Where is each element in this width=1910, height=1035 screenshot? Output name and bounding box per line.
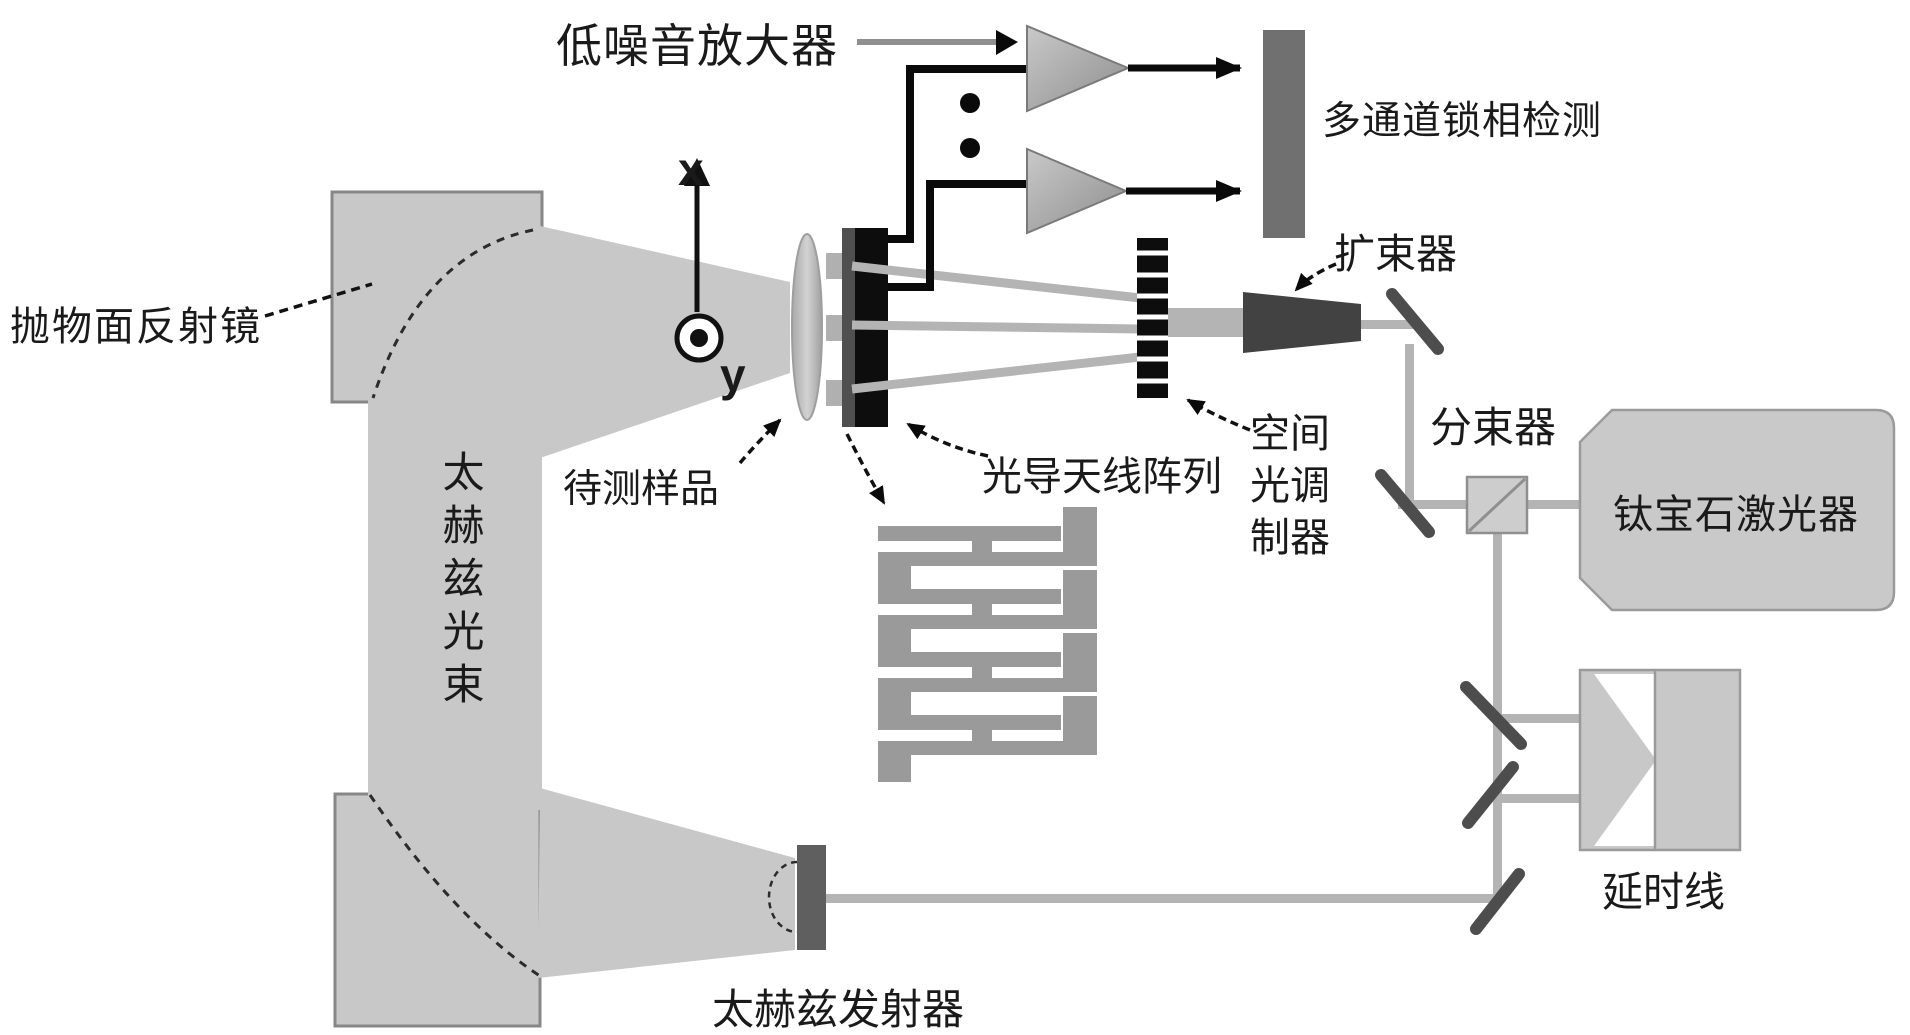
- leader-sample-arrow: [738, 418, 782, 465]
- delay-line-notch-lower: [1594, 763, 1654, 846]
- parabolic-mirror-label: 抛物面反射镜: [10, 305, 262, 349]
- amplifier-2: [1026, 147, 1129, 235]
- leader-slm-arrow: [1186, 398, 1251, 432]
- fold-mirror-left-of-splitter: [1375, 469, 1435, 538]
- probe-beam-3: [851, 352, 1141, 394]
- sample-label: 待测样品: [563, 468, 720, 511]
- wire-channel-2: [888, 180, 1026, 291]
- fold-mirror-bottom: [1470, 868, 1525, 935]
- beam-expander-label: 扩束器: [1334, 231, 1457, 277]
- parabolic-mirror-top-block: [330, 190, 544, 404]
- emitter-lens-arc: [767, 860, 798, 934]
- leader-parabolic-mirror: [264, 282, 373, 318]
- wire-channel-1: [888, 65, 1026, 243]
- axis-x-label: x: [678, 143, 704, 195]
- ti-sapphire-laser-box: [1578, 408, 1896, 612]
- slm-stripes: [1137, 250, 1168, 384]
- beam-splitter-label: 分束器: [1430, 404, 1557, 451]
- beam-expander-body: [1243, 292, 1361, 353]
- antenna-array-label: 光导天线阵列: [982, 455, 1222, 499]
- axis-y-dot: [690, 329, 708, 347]
- antenna-comb-detail: [878, 507, 1097, 782]
- thz-beam-band: [368, 380, 542, 810]
- delay-line-block: [1578, 668, 1742, 852]
- sample-ellipse: [791, 233, 823, 421]
- thz-emitter-label: 太赫兹发射器: [712, 986, 965, 1033]
- ellipsis-dot-2: [960, 138, 980, 158]
- fold-mirror-top: [1386, 288, 1444, 355]
- thz-emitter-bar: [797, 845, 826, 950]
- antenna-array-substrate: [842, 228, 855, 427]
- fold-mirror-delay-1: [1460, 681, 1527, 750]
- leader-comb-detail-arrow: [845, 433, 886, 505]
- amplifier-1: [1026, 24, 1131, 113]
- beam-splitter-cube: [1465, 475, 1529, 535]
- thz-beam-label: 太赫兹光束: [437, 450, 484, 715]
- delay-beam-lower: [1497, 794, 1628, 803]
- expanded-beam: [1168, 308, 1244, 337]
- laser-beam-to-expander: [1361, 320, 1415, 329]
- low-noise-amplifier-label: 低噪音放大器: [556, 20, 838, 72]
- parabolic-mirror-bottom-arc: [368, 794, 541, 978]
- parabolic-mirror-bottom-block: [333, 792, 542, 1028]
- spatial-light-modulator-bar: [1137, 238, 1168, 398]
- laser-beam-vertical-upper: [1405, 344, 1414, 506]
- pump-beam-to-emitter: [826, 894, 1497, 903]
- leader-antenna-arrow: [906, 422, 989, 458]
- thz-beam-cone-upper: [540, 226, 790, 458]
- ti-sapphire-laser-label: 钛宝石激光器: [1613, 493, 1859, 537]
- probe-beam-1: [851, 261, 1141, 303]
- axis-marker: [674, 158, 724, 363]
- fold-mirror-delay-2: [1462, 761, 1519, 829]
- leader-expander-arrow: [1294, 262, 1337, 292]
- axis-y-label: y: [720, 349, 746, 401]
- spatial-light-modulator-label: 空间 光调 制器: [1250, 412, 1330, 560]
- delay-line-label: 延时线: [1602, 869, 1725, 915]
- antenna-tab-2: [826, 315, 844, 341]
- lnamp-leader-arrowhead: [996, 30, 1018, 55]
- delay-line-notch-upper: [1594, 674, 1654, 757]
- antenna-tab-3: [826, 380, 844, 406]
- antenna-tab-1: [826, 253, 844, 279]
- axis-x-arrowhead: [684, 158, 710, 186]
- multichannel-lockin-label: 多通道锁相检测: [1322, 100, 1603, 143]
- thz-beam-cone-lower: [538, 788, 795, 978]
- probe-beam-2: [851, 320, 1141, 334]
- parabolic-mirror-top-arc: [371, 228, 534, 399]
- delay-beam-upper: [1500, 714, 1628, 723]
- ellipsis-dot-1: [960, 93, 980, 113]
- lockin-detection-block: [1263, 30, 1305, 238]
